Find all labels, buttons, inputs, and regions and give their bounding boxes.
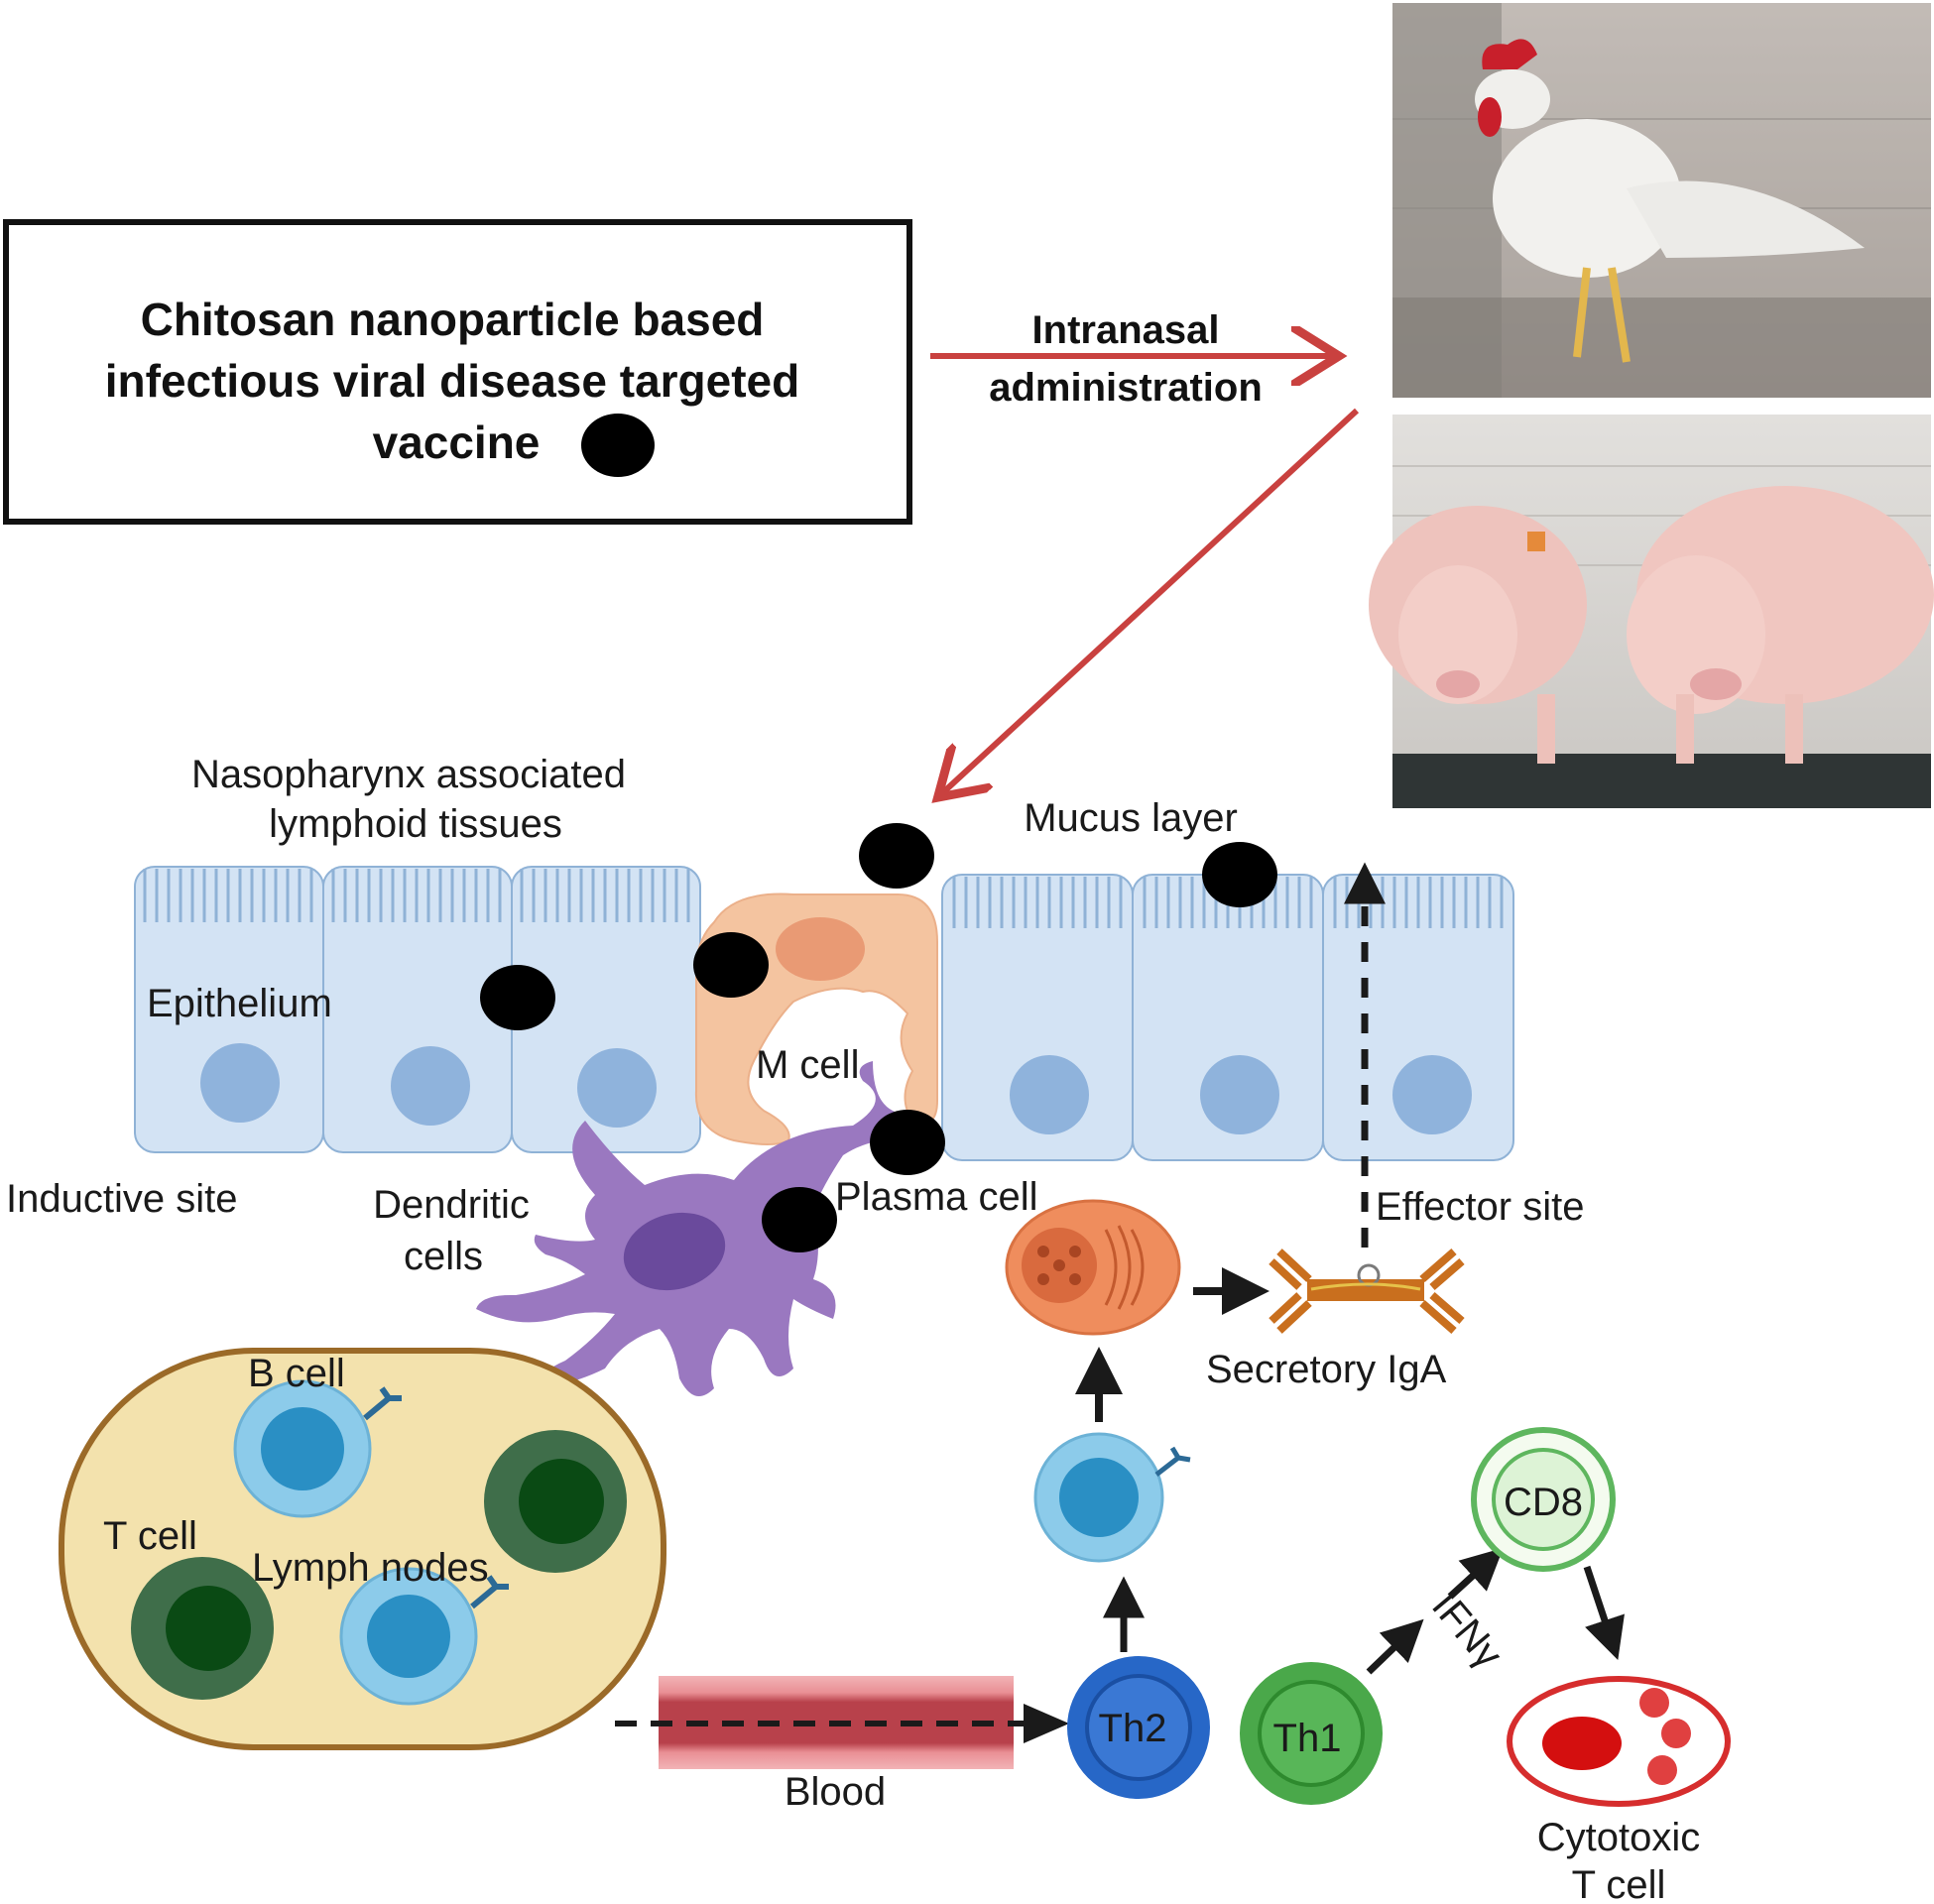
- cd8-label: CD8: [1504, 1481, 1583, 1524]
- nanoparticle-icon: [859, 823, 934, 889]
- t-cell-label: T cell: [103, 1514, 197, 1558]
- nanoparticles: [480, 823, 1277, 1252]
- administration-route: Intranasal administration: [930, 308, 1360, 793]
- epithelial-cell-1: [134, 866, 324, 1153]
- plasma-cell-label: Plasma cell: [835, 1175, 1038, 1219]
- vaccine-box: Chitosan nanoparticle based infectious v…: [3, 219, 912, 525]
- vaccine-title-line2: infectious viral disease targeted: [105, 355, 800, 407]
- dendritic-cells-label-line1: Dendritic: [373, 1183, 530, 1227]
- epithelial-cell-2: [322, 866, 513, 1153]
- nanoparticle-icon: [762, 1187, 837, 1252]
- dendritic-cell: [476, 1061, 917, 1396]
- arrow-icon: [1024, 1704, 1069, 1743]
- nanoparticle-icon: [1202, 842, 1277, 907]
- th1-label: Th1: [1273, 1717, 1342, 1760]
- nanoparticle-icon: [870, 1110, 945, 1175]
- secretory-iga-icon: [1269, 1248, 1465, 1335]
- route-label-line1: Intranasal: [1032, 308, 1220, 352]
- antibody-receptor-icon: [470, 1575, 509, 1609]
- m-cell-label: M cell: [756, 1043, 859, 1087]
- cytotoxic-label-line2: T cell: [1572, 1863, 1666, 1904]
- effector-site-label: Effector site: [1376, 1185, 1584, 1229]
- epithelium-label: Epithelium: [147, 982, 332, 1025]
- lymph-nodes-label: Lymph nodes: [252, 1546, 489, 1590]
- epithelium-layer: [134, 866, 1514, 1161]
- ifn-gamma-label: IFNγ: [1423, 1585, 1511, 1677]
- t-cell-1: [484, 1430, 627, 1573]
- mucus-layer-label: Mucus layer: [1024, 796, 1238, 840]
- cytotoxic-label-line1: Cytotoxic: [1537, 1816, 1701, 1859]
- secretory-iga-label: Secretory IgA: [1206, 1348, 1447, 1391]
- vaccine-title-line1: Chitosan nanoparticle based: [141, 294, 765, 345]
- nanoparticle-icon: [693, 932, 769, 998]
- b-cell-1: [233, 1379, 402, 1518]
- lymph-node: [59, 1348, 666, 1750]
- b-cell-2: [339, 1567, 509, 1706]
- th2-cell: [1067, 1656, 1210, 1799]
- nanoparticle-icon: [581, 414, 655, 477]
- plasma-cell: [1005, 1199, 1181, 1336]
- route-label-line2: administration: [989, 366, 1263, 410]
- b-cell-label: B cell: [248, 1352, 345, 1395]
- vaccine-title-line3: vaccine: [373, 416, 541, 468]
- blood-vessel: [615, 1676, 1069, 1769]
- epithelial-cell-6: [1322, 874, 1514, 1161]
- th1-cell: [1240, 1662, 1383, 1805]
- antibody-receptor-icon: [363, 1386, 402, 1421]
- chicken-comb: [1482, 39, 1537, 69]
- blood-label: Blood: [785, 1770, 886, 1814]
- epithelial-cell-4: [941, 874, 1134, 1161]
- nalt-label-line1: Nasopharynx associated: [191, 753, 626, 796]
- t-cell-2: [131, 1557, 274, 1700]
- cytotoxic-t-cell: [1507, 1676, 1731, 1807]
- nanoparticle-icon: [480, 965, 555, 1030]
- antibody-receptor-icon: [1154, 1446, 1191, 1477]
- cd8-cell: [1471, 1427, 1616, 1572]
- to-nasal-tissue-arrow: [942, 408, 1360, 793]
- m-cell: [694, 892, 938, 1145]
- epithelial-cell-5: [1132, 874, 1324, 1161]
- chicken-photo: [1392, 3, 1931, 398]
- pigs-photo: [1369, 415, 1934, 808]
- activated-b-cell: [1033, 1432, 1191, 1563]
- chicken-body: [1493, 119, 1681, 278]
- inductive-site-label: Inductive site: [6, 1177, 237, 1221]
- dendritic-cells-label-line2: cells: [404, 1235, 483, 1278]
- nalt-label-line2: lymphoid tissues: [269, 802, 562, 846]
- th2-label: Th2: [1099, 1707, 1167, 1750]
